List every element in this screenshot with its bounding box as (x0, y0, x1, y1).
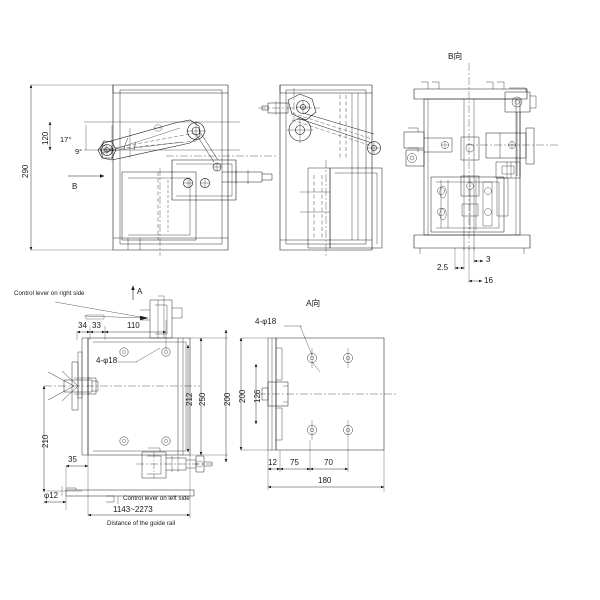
dim-b-3: 3 (486, 255, 491, 264)
dim-plan-34: 34 (78, 321, 87, 330)
dim-front-overall-height: 290 (21, 164, 30, 178)
dim-plan-rail-range: 1143~2273 (113, 505, 153, 514)
dim-a-180: 180 (318, 476, 332, 485)
a-view-geometry (239, 325, 396, 492)
dim-a-200: 200 (238, 389, 247, 403)
side-view-geometry (258, 84, 383, 256)
dim-a-70: 70 (324, 458, 333, 467)
angle-lower-label: 9° (75, 147, 83, 156)
dim-plan-33: 33 (92, 321, 101, 330)
a-view-title: A向 (306, 298, 321, 308)
dim-plan-phi12: φ12 (44, 491, 59, 500)
note-control-lever-right: Control lever on right side (14, 290, 85, 297)
angle-upper-label: 17° (60, 135, 72, 144)
callout-plan-holes: 4-φ18 (96, 356, 118, 365)
section-arrow-a-label: A (137, 287, 143, 296)
dim-b-16: 16 (484, 276, 493, 285)
front-view-geometry (29, 84, 276, 256)
callout-a-holes: 4-φ18 (255, 317, 277, 326)
dim-plan-110: 110 (127, 321, 140, 330)
note-control-lever-left: Control lever on left side (123, 495, 190, 502)
b-view-geometry (403, 63, 560, 283)
dim-b-25: 2.5 (437, 263, 449, 272)
dim-front-lever-height: 120 (41, 131, 50, 145)
dim-plan-212: 212 (185, 392, 194, 406)
b-view-title: B向 (448, 51, 463, 61)
dim-a-75: 75 (290, 458, 299, 467)
dim-plan-210: 210 (41, 434, 50, 448)
dim-a-126: 126 (253, 389, 262, 403)
section-arrow-b-label: B (72, 182, 78, 191)
dim-a-12: 12 (268, 458, 277, 467)
dim-plan-250: 250 (198, 392, 207, 406)
dim-plan-35: 35 (68, 455, 77, 464)
plan-view-geometry (42, 285, 228, 518)
note-distance-guide-rail: Distance of the guide rail (107, 520, 176, 527)
dim-plan-200: 200 (223, 392, 232, 406)
